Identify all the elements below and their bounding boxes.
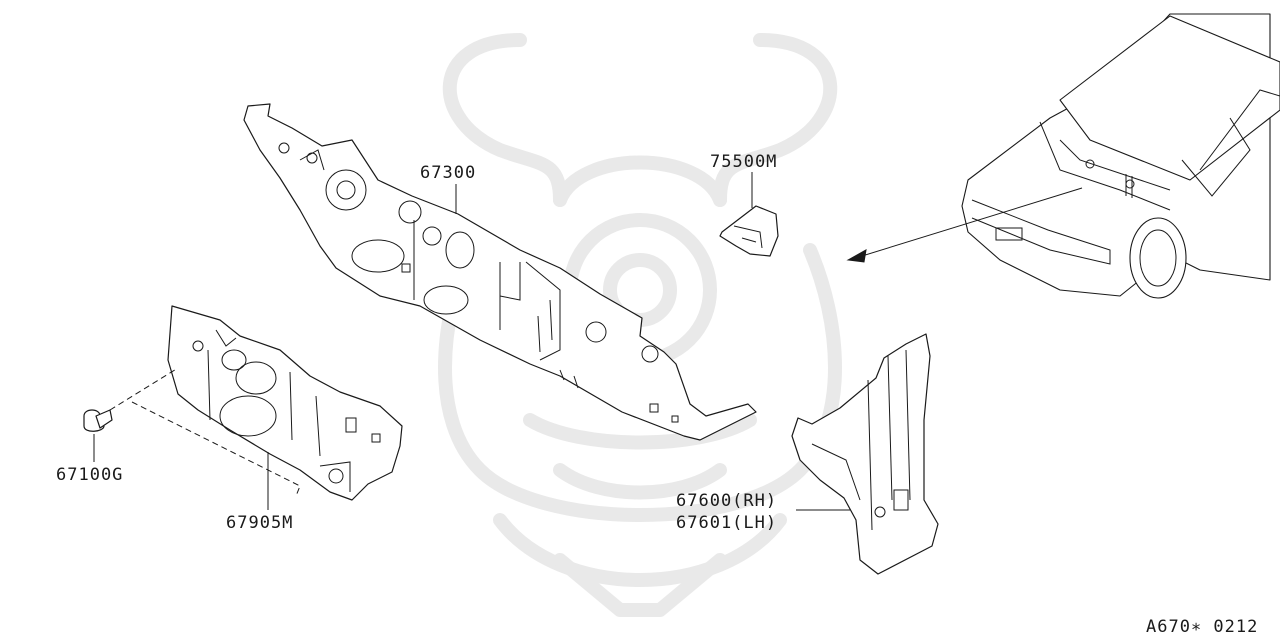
assembly-dashed-line-upper	[109, 367, 179, 411]
label-75500m: 75500M	[710, 152, 777, 172]
label-67600-rh: 67600(RH)	[676, 491, 777, 511]
car-illustration	[961, 13, 1280, 299]
diagram-code: A670∗ 0212	[1146, 617, 1258, 637]
dash-panel-67300[interactable]	[243, 103, 757, 441]
label-67300: 67300	[420, 163, 476, 183]
location-arrow	[846, 187, 1083, 263]
dash-insulator-67905m[interactable]	[167, 305, 403, 501]
clip-67100g[interactable]	[83, 409, 113, 432]
label-67100g: 67100G	[56, 465, 123, 485]
bracket-75500m[interactable]	[719, 205, 779, 257]
assembly-dashed-line-lower	[131, 401, 301, 497]
label-67601-lh: 67601(LH)	[676, 513, 777, 533]
side-pillar-67600-67601[interactable]	[791, 333, 939, 575]
label-67905m: 67905M	[226, 513, 293, 533]
